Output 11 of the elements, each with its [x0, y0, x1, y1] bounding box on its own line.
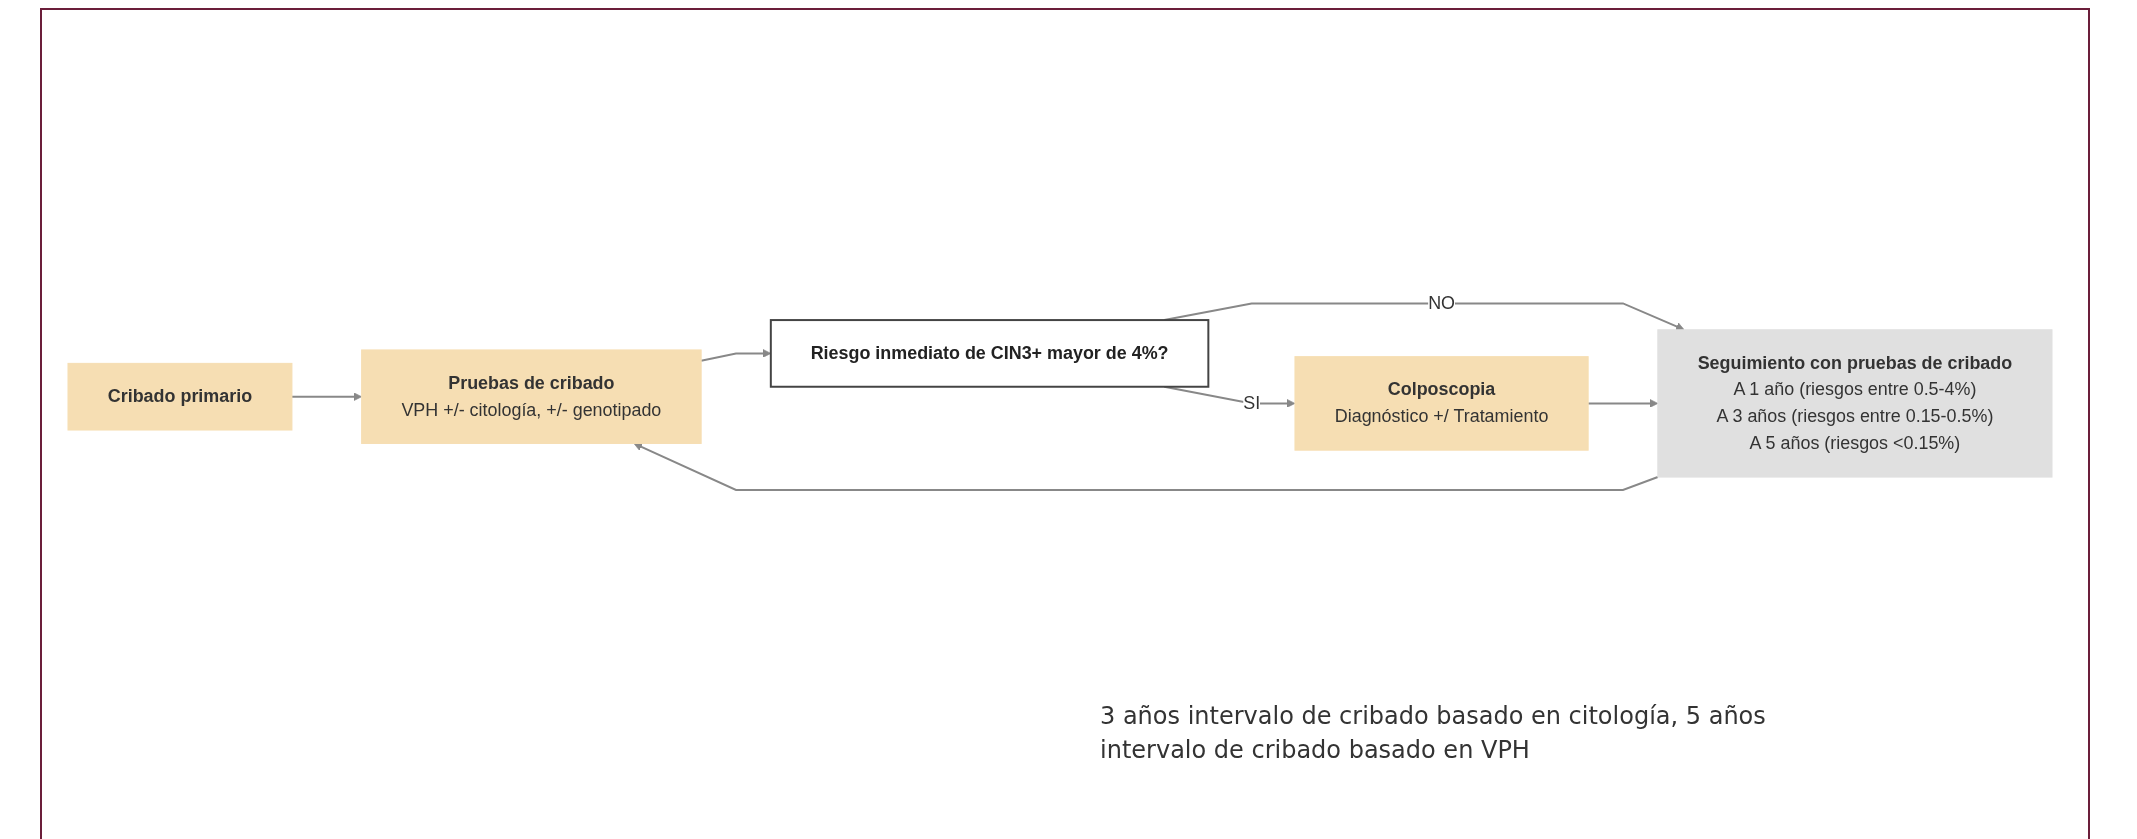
arrow — [633, 442, 1659, 491]
arrow — [1587, 399, 1659, 408]
node-box: Seguimiento con pruebas de cribado A 1 año (riesgos entre 0.5-4%) A 3 años (riesgos entre 0.15-0.5%) A 5 años (riesgos <0.15%) — [1657, 329, 2053, 478]
edge-label: SI — [1243, 392, 1261, 413]
node-box: Riesgo inmediato de CIN3+ mayor de 4%? — [769, 319, 1210, 388]
arrow — [290, 392, 362, 402]
node-box: Cribado primario — [67, 362, 293, 431]
node-box: Pruebas de cribado VPH +/- citología, +/- genotipado — [361, 349, 702, 444]
note-text: 3 años intervalo de cribado basado en citología, 5 años intervalo de cribado basado en VPH — [1100, 701, 1767, 766]
edge-label: NO — [1428, 292, 1455, 313]
node-box: Colposcopia Diagnóstico +/ Tratamiento — [1294, 356, 1589, 451]
